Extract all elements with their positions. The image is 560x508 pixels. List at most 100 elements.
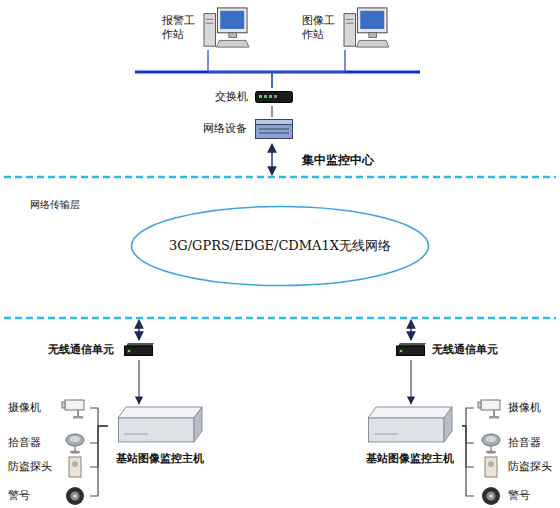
- icon-part: [269, 95, 272, 98]
- icon-part: [256, 120, 293, 139]
- icon-part: [368, 404, 452, 444]
- icon-part: [487, 492, 496, 501]
- layer-title: 网络传输层: [30, 198, 80, 212]
- icon-part: [489, 494, 493, 498]
- icon-part: [256, 92, 293, 103]
- switch-device: 交换机: [213, 88, 295, 106]
- device-wire: [90, 408, 108, 426]
- icon-part: [478, 397, 504, 419]
- node-label: 拾音器: [508, 436, 558, 450]
- node-label: 摄像机: [508, 401, 558, 415]
- icon-part: [368, 407, 452, 418]
- monitoring-host: 基站图像监控主机: [358, 404, 462, 470]
- device-icon: [118, 404, 202, 444]
- zone-title: 集中监控中心: [302, 152, 374, 169]
- peripheral-device: 摄像机: [474, 397, 558, 419]
- node-label: 警号: [508, 489, 558, 503]
- device-icon: [478, 397, 504, 419]
- node-label: 防盗探头: [8, 460, 58, 474]
- icon-part: [124, 434, 148, 435]
- device-wire: [462, 408, 474, 426]
- icon-part: [217, 8, 247, 33]
- icon-part: [118, 404, 202, 444]
- icon-part: [62, 456, 88, 478]
- node-label: 防盗探头: [508, 460, 558, 474]
- icon-part: [69, 457, 81, 477]
- node-label: 基站图像监控主机: [358, 452, 462, 466]
- icon-part: [444, 407, 452, 442]
- icon-part: [489, 416, 499, 419]
- bus-drop-line: [208, 50, 272, 88]
- icon-part: [71, 492, 80, 501]
- link-line: [271, 106, 272, 117]
- device-icon: [255, 119, 293, 139]
- zone-divider: [4, 176, 556, 179]
- icon-part: [478, 456, 504, 478]
- icon-part: [220, 11, 244, 29]
- icon-part: [259, 133, 289, 134]
- uplink-arrow: [138, 320, 139, 340]
- device-wire: [462, 426, 474, 443]
- icon-part: [274, 95, 277, 98]
- icon-part: [62, 485, 88, 507]
- icon-part: [256, 120, 293, 125]
- icon-part: [72, 461, 78, 467]
- icon-part: [119, 418, 195, 442]
- icon-part: [65, 400, 84, 410]
- icon-part: [259, 95, 262, 98]
- icon-part: [342, 6, 390, 50]
- icon-part: [493, 410, 495, 416]
- peripheral-device: 拾音器: [6, 432, 90, 454]
- icon-part: [397, 346, 425, 356]
- icon-part: [66, 487, 84, 505]
- device-icon: [62, 432, 88, 454]
- icon-part: [374, 434, 398, 435]
- device-icon: [478, 432, 504, 454]
- device-icon: [62, 397, 88, 419]
- icon-part: [478, 485, 504, 507]
- device-icon: [368, 404, 452, 444]
- icon-part: [202, 6, 250, 50]
- icon-part: [255, 91, 293, 103]
- node-label: 无线通信单元: [432, 343, 506, 357]
- node-label: 警号: [8, 489, 58, 503]
- icon-part: [77, 410, 79, 416]
- icon-part: [62, 432, 88, 454]
- icon-part: [255, 119, 293, 139]
- device-icon: [124, 343, 154, 356]
- device-icon: [342, 6, 390, 50]
- link-line: [138, 360, 139, 404]
- node-label: 网络设备: [203, 122, 253, 136]
- wireless-unit: 无线通信单元: [394, 340, 506, 360]
- icon-part: [346, 23, 354, 24]
- icon-part: [478, 432, 504, 454]
- peripheral-device: 警号: [6, 485, 90, 507]
- link-line: [410, 360, 411, 404]
- device-wire: [90, 426, 108, 467]
- node-label: 无线通信单元: [48, 343, 122, 357]
- icon-part: [369, 418, 445, 442]
- workstation: 图像工 作站: [298, 4, 390, 50]
- icon-part: [73, 494, 77, 498]
- peripheral-device: 警号: [474, 485, 558, 507]
- icon-part: [216, 40, 249, 47]
- icon-part: [486, 436, 496, 442]
- bus-drop-line: [272, 50, 345, 88]
- peripheral-device: 摄像机: [6, 397, 90, 419]
- device-wire: [90, 426, 108, 496]
- icon-part: [204, 14, 215, 47]
- device-icon: [202, 6, 250, 50]
- icon-part: [194, 407, 202, 442]
- device-icon: [62, 485, 88, 507]
- node-label: 拾音器: [8, 436, 58, 450]
- icon-part: [128, 350, 131, 353]
- icon-part: [481, 400, 500, 410]
- icon-part: [357, 8, 387, 33]
- icon-part: [482, 434, 500, 446]
- icon-part: [482, 487, 500, 505]
- icon-part: [70, 436, 80, 442]
- peripheral-device: 防盗探头: [474, 456, 558, 478]
- icon-part: [73, 416, 83, 419]
- icon-part: [344, 14, 355, 47]
